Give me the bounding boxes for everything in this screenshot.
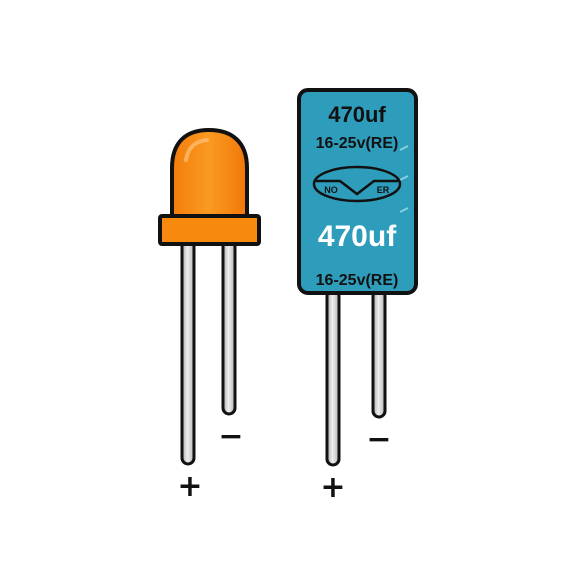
capacitor-cathode-sign: − [366,422,391,457]
capacitor-top-voltage: 16-25v(RE) [316,135,399,152]
capacitor-bottom-voltage: 16-25v(RE) [316,272,399,289]
led-cathode-lead [221,236,237,416]
capacitor-cathode-lead [371,288,387,419]
capacitor-logo-left: NO [324,185,338,195]
capacitor-top-value: 470uf [328,102,386,127]
led-cathode-sign: − [218,419,243,454]
capacitor-logo: NO ER [312,165,402,203]
capacitor-anode-lead [325,288,341,467]
led-anode-lead [180,236,196,466]
capacitor: 470uf 16-25v(RE) NO ER 470uf 16-25v(RE) … [297,88,418,505]
led-highlight [184,138,209,162]
capacitor-highlight [399,145,409,213]
capacitor-logo-right: ER [377,185,390,195]
capacitor-body [297,88,418,295]
led-anode-sign: + [177,469,202,504]
led: + − [158,128,261,504]
capacitor-anode-sign: + [320,470,345,505]
capacitor-big-value: 470uf [318,220,397,253]
led-flange [158,214,261,246]
led-dome [170,128,249,220]
